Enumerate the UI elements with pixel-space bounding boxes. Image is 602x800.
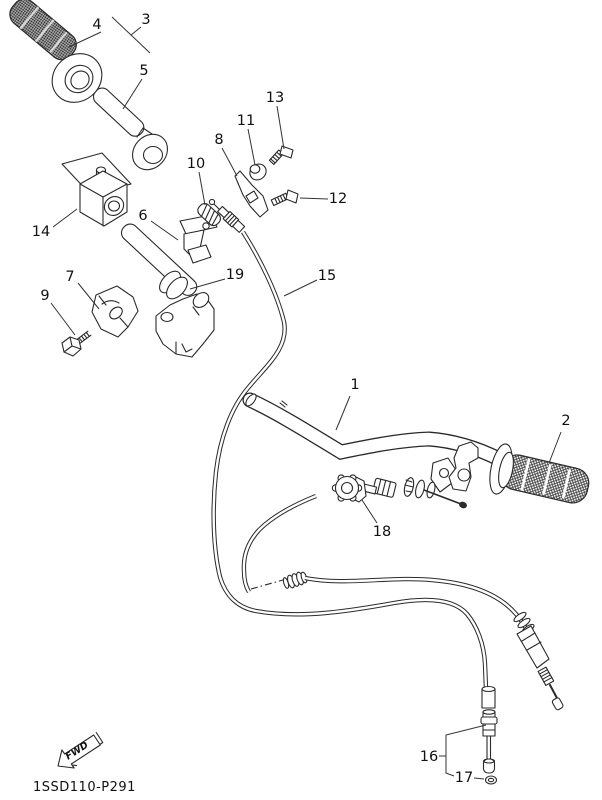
callout-leader-16 xyxy=(445,724,487,777)
callout-3[interactable]: 3 xyxy=(141,12,150,28)
throttle-grip-2 xyxy=(489,443,590,504)
oring-17 xyxy=(484,775,498,785)
callout-leader-5 xyxy=(122,78,143,110)
fwd-arrow: FWD xyxy=(57,731,104,769)
adjuster-18 xyxy=(331,474,467,509)
bolt-9 xyxy=(61,330,92,357)
washers-18 xyxy=(403,477,436,499)
clamp-7 xyxy=(91,285,139,338)
cable-phantom-line xyxy=(250,579,284,590)
callout-leader-12 xyxy=(299,197,329,200)
callout-leader-13 xyxy=(276,105,285,150)
callout-9[interactable]: 9 xyxy=(40,288,49,304)
lever-holder-6 xyxy=(179,214,218,264)
cable-adjuster-barrel xyxy=(208,198,246,233)
callout-5[interactable]: 5 xyxy=(139,63,148,79)
callout-leader-2 xyxy=(548,431,562,464)
throttle-cable-lower xyxy=(304,575,540,655)
callout-1[interactable]: 1 xyxy=(350,377,359,393)
callout-leader-8 xyxy=(221,147,238,177)
bracket-8 xyxy=(234,170,269,218)
callout-2[interactable]: 2 xyxy=(561,413,570,429)
callout-14[interactable]: 14 xyxy=(32,224,50,240)
callout-8[interactable]: 8 xyxy=(214,132,223,148)
nut-11 xyxy=(249,163,267,181)
callout-leader-11 xyxy=(247,128,256,166)
cable-end-right xyxy=(513,611,564,711)
callout-16[interactable]: 16 xyxy=(420,749,438,765)
left-grip-flange xyxy=(51,53,103,103)
bar-knurl-mark xyxy=(279,400,288,408)
star-knob xyxy=(331,474,363,502)
right-grip-flange xyxy=(489,443,514,495)
callout-10[interactable]: 10 xyxy=(187,156,205,172)
callout-12[interactable]: 12 xyxy=(329,191,347,207)
perch-screw xyxy=(423,489,467,509)
callout-leader-1 xyxy=(335,395,351,431)
callout-leader-6 xyxy=(150,220,179,241)
callout-leader-15 xyxy=(283,279,318,297)
callout-leader-17 xyxy=(473,777,485,780)
callout-leader-7 xyxy=(77,282,100,310)
perch-bracket xyxy=(430,441,479,493)
cable-coil-fitting xyxy=(282,571,308,589)
switch-housing-14 xyxy=(79,166,128,227)
callout-13[interactable]: 13 xyxy=(266,90,284,106)
throttle-tube-5 xyxy=(92,87,145,137)
callout-19[interactable]: 19 xyxy=(226,267,244,283)
callout-leader-10 xyxy=(198,171,206,206)
callout-4[interactable]: 4 xyxy=(92,17,101,33)
clutch-cable-15 xyxy=(211,230,489,690)
throttle-pulley xyxy=(131,127,169,171)
callout-11[interactable]: 11 xyxy=(237,113,255,129)
steering-clamp xyxy=(155,292,215,358)
callout-leader-19 xyxy=(189,278,226,290)
part-number: 1SSD110-P291 xyxy=(33,780,136,795)
callout-leader-18 xyxy=(361,499,378,524)
bar-end-cap xyxy=(245,393,257,407)
callout-6[interactable]: 6 xyxy=(138,208,147,224)
spring-10 xyxy=(197,202,221,227)
callout-leader-9 xyxy=(50,302,76,336)
callout-18[interactable]: 18 xyxy=(373,524,391,540)
callout-17[interactable]: 17 xyxy=(455,770,473,786)
screw-12 xyxy=(270,189,299,207)
callout-leader-3 xyxy=(130,26,142,36)
callout-leader-14 xyxy=(52,208,78,228)
cable-end-16 xyxy=(480,685,498,774)
callout-15[interactable]: 15 xyxy=(318,268,336,284)
screw-13 xyxy=(268,145,294,165)
callout-7[interactable]: 7 xyxy=(65,269,74,285)
throttle-cable-upper xyxy=(241,493,317,594)
callout-leader-4 xyxy=(68,31,102,48)
bushing-19 xyxy=(159,270,188,300)
left-grip-4 xyxy=(9,0,103,103)
